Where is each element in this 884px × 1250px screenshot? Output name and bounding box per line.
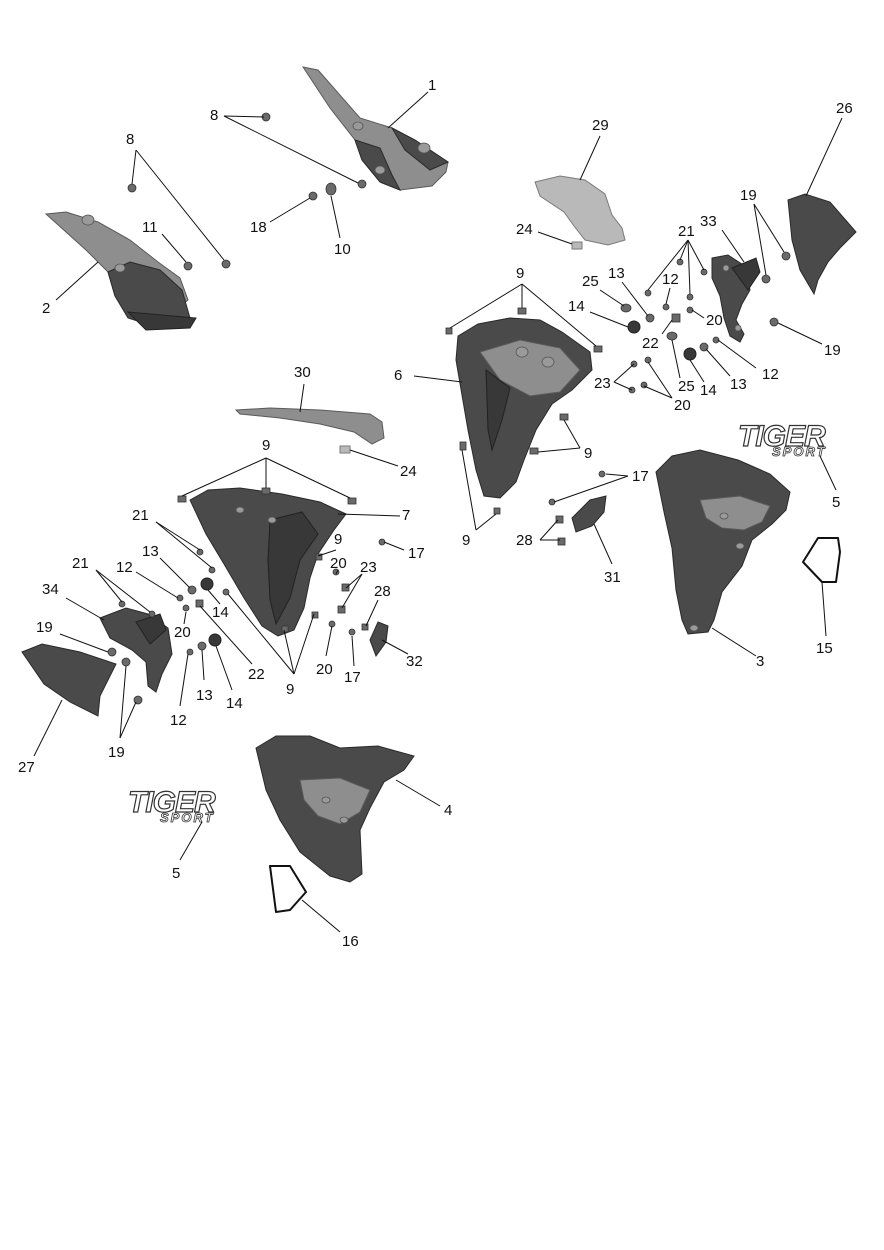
callout-17-left: 17 [408,545,425,562]
part-29-upper-panel [534,175,626,246]
callout-24-right: 24 [516,221,533,238]
part-15-decal-outline [802,537,841,583]
part-2-side-bracket [44,211,197,331]
callout-22-right: 22 [642,335,659,352]
callout-14-top: 14 [568,298,585,315]
callout-24-left: 24 [400,463,417,480]
part-1-upper-bracket [301,66,450,191]
callout-20-right: 20 [674,397,691,414]
callout-17-left-low: 17 [344,669,361,686]
callout-25-top: 25 [582,273,599,290]
callout-13-top: 13 [608,265,625,282]
callout-17-right: 17 [632,468,649,485]
part-32-small-piece [369,621,389,658]
part-33-mount-bracket [711,254,761,343]
callout-9-right-mid: 9 [584,445,592,462]
callout-12-left: 12 [116,559,133,576]
callout-25-right: 25 [678,378,695,395]
callout-21-left-top: 21 [132,507,149,524]
callout-28-left: 28 [374,583,391,600]
callout-33: 33 [700,213,717,230]
part-31-small-piece [571,495,607,533]
callout-29: 29 [592,117,609,134]
callout-13-left-low: 13 [196,687,213,704]
callout-2: 2 [42,300,50,317]
callout-15: 15 [816,640,833,657]
decal-left-main-text: TIGER [128,786,216,819]
part-6-front-cowl [455,317,593,499]
decal-left-sub-text: SPORT [160,810,215,825]
callout-14-left-low: 14 [226,695,243,712]
callout-23-right: 23 [594,375,611,392]
callout-20-left-low: 20 [316,661,333,678]
callout-9-left-top: 9 [262,437,270,454]
part-16-decal-outline [269,865,307,913]
callout-14-right: 14 [700,382,717,399]
callout-9-left-low: 9 [286,681,294,698]
callout-27: 27 [18,759,35,776]
callout-16: 16 [342,933,359,950]
callout-22-left: 22 [248,666,265,683]
callout-32: 32 [406,653,423,670]
part-4-left-fairing [255,735,415,883]
callout-19-top: 19 [740,187,757,204]
leader-lines [33,91,843,933]
callout-23-left: 23 [360,559,377,576]
callout-19-left-top: 19 [36,619,53,636]
callout-21-left-low: 21 [72,555,89,572]
callout-12-top: 12 [662,271,679,288]
callout-30: 30 [294,364,311,381]
callout-6: 6 [394,367,402,384]
decal-right-main-text: TIGER [738,420,826,453]
fasteners [107,112,791,705]
callout-34: 34 [42,581,59,598]
tiger-sport-decal-left: TIGER SPORT [127,785,217,825]
callout-9-left-mid: 9 [334,531,342,548]
callout-4: 4 [444,802,452,819]
callout-20-left-mid: 20 [330,555,347,572]
callout-13-left: 13 [142,543,159,560]
callout-labels: 1 8 8 11 2 18 10 29 24 26 19 19 21 33 12… [18,77,853,950]
callout-20-left: 20 [174,624,191,641]
callout-28-right: 28 [516,532,533,549]
part-3-right-fairing [655,449,791,635]
callout-1: 1 [428,77,436,94]
part-27-side-panel [21,643,117,717]
callout-19-right: 19 [824,342,841,359]
decal-right-sub-text: SPORT [772,444,827,459]
tiger-sport-decal-right: TIGER SPORT [737,419,827,459]
callout-8-top: 8 [210,107,218,124]
callout-7: 7 [402,507,410,524]
callout-5-right: 5 [832,494,840,511]
callout-12-left-low: 12 [170,712,187,729]
callout-19-left-low: 19 [108,744,125,761]
part-30-upper-panel [234,407,385,445]
callout-20-top: 20 [706,312,723,329]
callout-21-right: 21 [678,223,695,240]
callout-5-left: 5 [172,865,180,882]
callout-26: 26 [836,100,853,117]
callout-3: 3 [756,653,764,670]
callout-14-left-top: 14 [212,604,229,621]
callout-9-right-low: 9 [462,532,470,549]
callout-8-left: 8 [126,131,134,148]
callout-9-right-top: 9 [516,265,524,282]
callout-11: 11 [142,219,158,236]
callout-12-right: 12 [762,366,779,383]
callout-10: 10 [334,241,351,258]
callout-13-right: 13 [730,376,747,393]
callout-18: 18 [250,219,267,236]
part-26-side-panel [787,193,857,296]
callout-31: 31 [604,569,621,586]
